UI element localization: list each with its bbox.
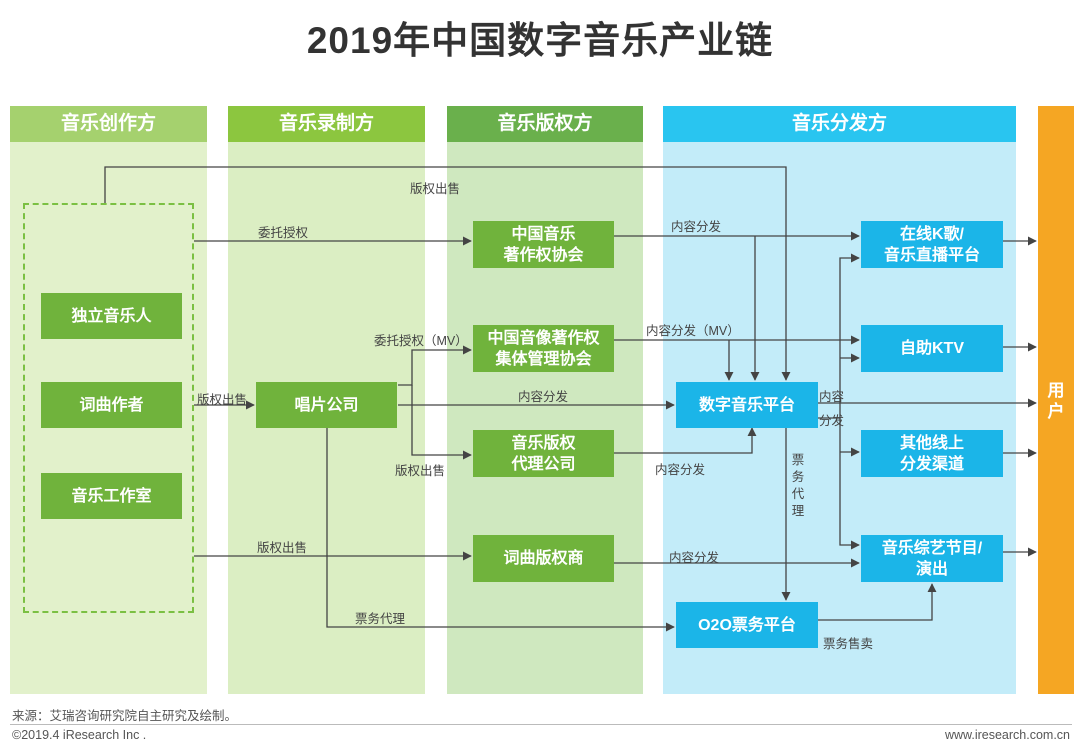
label-ticket-vertical: 票 务 代 理: [791, 453, 805, 518]
label-dist-agency: 内容分发: [655, 463, 706, 477]
online-karaoke-box: 在线K歌/ 音乐直播平台: [861, 221, 1003, 268]
page-title: 2019年中国数字音乐产业链: [306, 20, 774, 61]
o2o-ticket-platform-box: O2O票务平台: [676, 602, 818, 648]
label-entrust: 委托授权: [258, 226, 309, 240]
label-ticket-sale: 票务售卖: [823, 637, 874, 651]
copyright-note: ©2019.4 iResearch Inc .: [12, 728, 147, 742]
arrow-label-agency: [411, 385, 472, 460]
arrow-sell-top: [104, 166, 791, 381]
digital-music-platform-box: 数字音乐平台: [676, 382, 818, 428]
record-label-box: 唱片公司: [256, 382, 397, 428]
source-note: 来源：艾瑞咨询研究院自主研究及绘制。: [12, 709, 238, 723]
label-sell-pub: 版权出售: [257, 541, 308, 555]
label-dist-platform-1: 内容: [819, 390, 845, 404]
indie-musician-box: 独立音乐人: [41, 293, 182, 339]
label-sell-top: 版权出售: [410, 182, 461, 196]
website-url: www.iresearch.com.cn: [944, 728, 1070, 742]
label-sell-composer: 版权出售: [197, 393, 248, 407]
other-online-channels-box: 其他线上 分发渠道: [861, 430, 1003, 477]
creator-group-outline: [23, 203, 194, 613]
user-bar: [1038, 106, 1074, 694]
label-entrust-mv: 委托授权（MV）: [374, 334, 468, 348]
mcsc-box: 中国音乐 著作权协会: [473, 221, 614, 268]
label-ticket-horizontal: 票务代理: [355, 612, 406, 626]
arrow-o2o-variety: [818, 583, 937, 621]
label-dist-label: 内容分发: [518, 390, 569, 404]
label-dist-mcsc: 内容分发: [671, 220, 722, 234]
arrow-bus-variety: [839, 418, 860, 550]
footer-divider: [10, 724, 1072, 725]
copyright-header: 音乐版权方: [447, 106, 643, 142]
studio-box: 音乐工作室: [41, 473, 182, 519]
copyright-agency-box: 音乐版权 代理公司: [473, 430, 614, 477]
recording-header: 音乐录制方: [228, 106, 425, 142]
arrow-bus-karaoke: [818, 253, 860, 419]
distribution-header: 音乐分发方: [663, 106, 1016, 142]
composer-box: 词曲作者: [41, 382, 182, 428]
label-dist-platform-2: 分发: [819, 414, 845, 428]
arrow-label-cavca: [398, 345, 472, 386]
label-sell-agency: 版权出售: [395, 464, 446, 478]
creation-header: 音乐创作方: [10, 106, 207, 142]
user-label: 用 户: [1047, 381, 1065, 421]
variety-show-box: 音乐综艺节目/ 演出: [861, 535, 1003, 582]
label-dist-mv: 内容分发（MV）: [646, 324, 740, 338]
self-service-ktv-box: 自助KTV: [861, 325, 1003, 372]
arrow-label-o2o: [326, 428, 675, 632]
cavca-box: 中国音像著作权 集体管理协会: [473, 325, 614, 372]
lyrics-publisher-box: 词曲版权商: [473, 535, 614, 582]
arrow-agency-platform: [614, 427, 757, 454]
label-dist-pub: 内容分发: [669, 551, 720, 565]
